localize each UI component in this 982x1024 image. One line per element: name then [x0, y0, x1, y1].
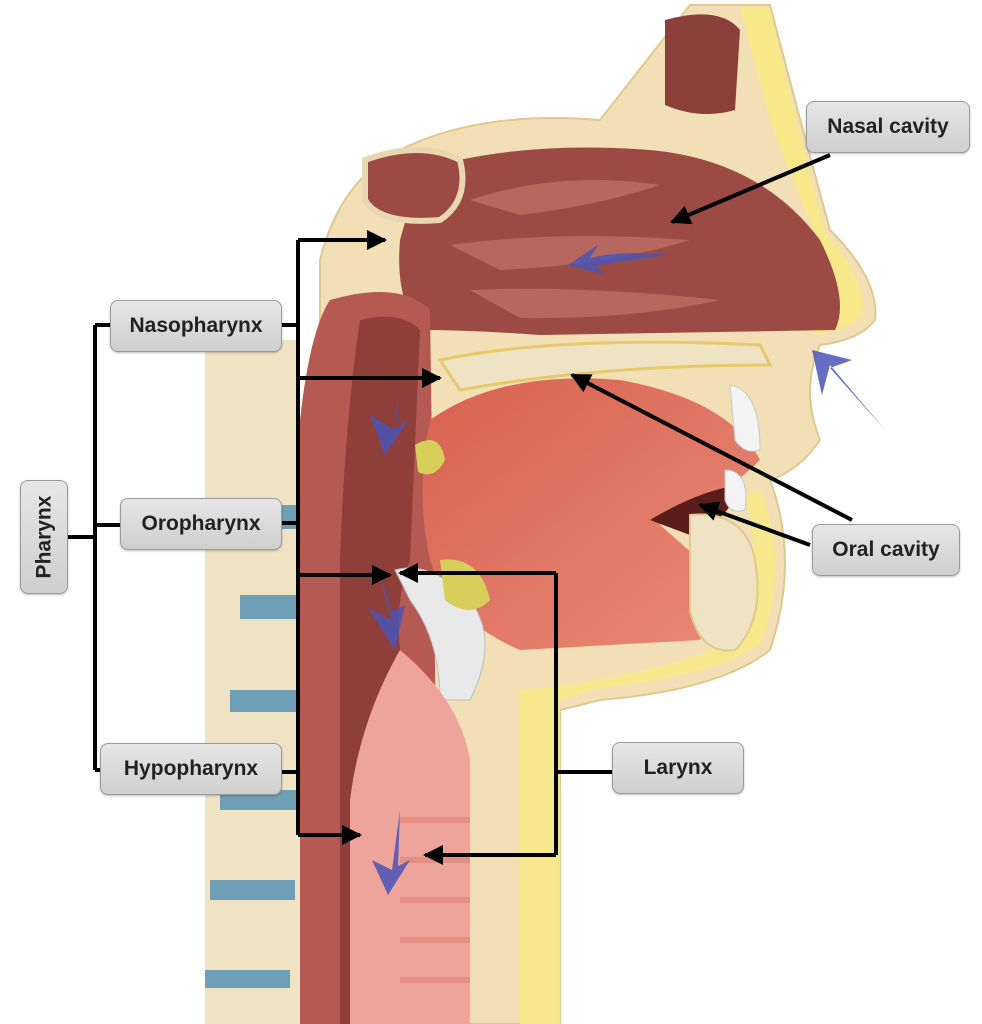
turbinate-3	[470, 288, 720, 319]
label-nasal-cavity: Nasal cavity	[806, 101, 970, 153]
pharynx-bracket	[68, 323, 122, 772]
oral-cavity-leader-1	[570, 373, 853, 522]
leader-lines	[68, 153, 853, 865]
nasal-cavity-leader	[670, 153, 831, 225]
turbinate-1	[470, 180, 660, 215]
turbinate-2	[450, 236, 690, 270]
label-oropharynx: Oropharynx	[120, 498, 282, 550]
disc-5	[210, 880, 295, 900]
label-oral-cavity: Oral cavity	[812, 524, 960, 576]
nasopharynx-bracket	[282, 240, 385, 378]
tongue	[422, 378, 760, 650]
larynx-body	[350, 650, 470, 1024]
disc-4	[220, 790, 305, 810]
hard-palate	[437, 340, 773, 392]
disc-3	[230, 690, 315, 712]
label-pharynx: Pharynx	[20, 480, 68, 594]
label-pharynx-text: Pharynx	[32, 495, 55, 579]
airflow-arrow-trachea	[372, 810, 410, 895]
airflow-arrow-nose	[812, 350, 885, 430]
airflow-arrow-pharynx-1	[370, 360, 408, 455]
mandible	[689, 513, 759, 652]
label-hypopharynx: Hypopharynx	[100, 743, 282, 795]
spine-column	[205, 340, 300, 1024]
frontal-sinus	[665, 14, 740, 114]
larynx-bracket	[554, 573, 612, 855]
hypopharynx-tick	[282, 575, 300, 835]
airflow-arrow-pharynx-2	[368, 560, 405, 650]
lower-incisor	[724, 469, 747, 512]
upper-incisor	[729, 384, 761, 452]
oral-space	[650, 485, 740, 535]
label-nasopharynx: Nasopharynx	[110, 300, 282, 352]
chin-fat	[520, 490, 776, 1024]
disc-6	[205, 970, 290, 988]
oropharynx-tick	[282, 378, 300, 575]
oral-cavity-leader-2	[698, 501, 811, 547]
label-larynx: Larynx	[612, 742, 744, 794]
tonsil	[415, 440, 445, 475]
fat-layer	[740, 8, 863, 335]
sphenoid-sinus	[362, 147, 466, 224]
airflow-arrow-nasal	[568, 245, 670, 275]
